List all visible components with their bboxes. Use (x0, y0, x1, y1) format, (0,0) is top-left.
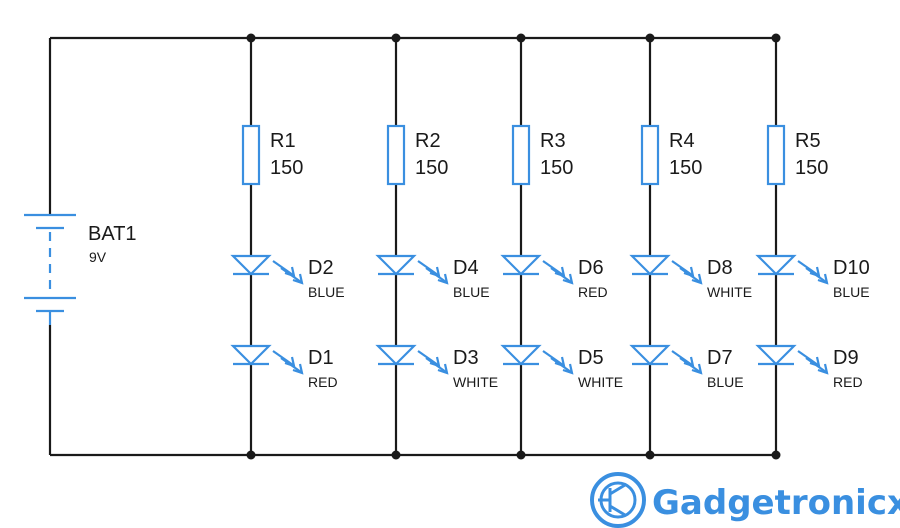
resistor-symbol (511, 124, 531, 186)
branch-5 (755, 33, 829, 460)
resistor-value: 150 (795, 157, 828, 179)
junction-dot (391, 33, 401, 43)
resistor-name: R4 (669, 130, 695, 152)
resistor-name: R1 (270, 130, 296, 152)
led-name: D9 (833, 347, 859, 369)
junction-dot (391, 450, 401, 460)
resistor-name: R2 (415, 130, 441, 152)
resistor-value: 150 (669, 157, 702, 179)
led-color: BLUE (707, 374, 744, 390)
resistor-symbol (766, 124, 786, 186)
junction-dot (246, 33, 256, 43)
resistor-symbol (386, 124, 406, 186)
led-symbol (230, 344, 304, 375)
junction-dot (645, 33, 655, 43)
led-name: D10 (833, 257, 870, 279)
led-symbol (755, 344, 829, 375)
branch-3 (500, 33, 574, 460)
led-name: D4 (453, 257, 479, 279)
led-symbol (755, 254, 829, 285)
branch-4 (629, 33, 703, 460)
led-symbol (629, 344, 703, 375)
battery-name: BAT1 (88, 223, 137, 245)
led-symbol (500, 344, 574, 375)
led-name: D1 (308, 347, 334, 369)
resistor-value: 150 (415, 157, 448, 179)
led-color: BLUE (833, 284, 870, 300)
resistor-symbol (241, 124, 261, 186)
led-symbol (230, 254, 304, 285)
junction-dot (645, 450, 655, 460)
branch-2 (375, 33, 449, 460)
led-name: D7 (707, 347, 733, 369)
branches: R1150D2BLUED1REDR2150D4BLUED3WHITER3150D… (230, 33, 870, 460)
resistor-value: 150 (540, 157, 573, 179)
branch-1 (230, 33, 304, 460)
junction-dot (771, 450, 781, 460)
junction-dot (516, 450, 526, 460)
wiring (48, 36, 778, 457)
led-name: D3 (453, 347, 479, 369)
resistor-name: R3 (540, 130, 566, 152)
led-symbol (629, 254, 703, 285)
led-name: D8 (707, 257, 733, 279)
led-symbol (500, 254, 574, 285)
led-color: BLUE (308, 284, 345, 300)
led-name: D6 (578, 257, 604, 279)
led-name: D5 (578, 347, 604, 369)
junction-dot (771, 33, 781, 43)
led-symbol (375, 344, 449, 375)
led-color: WHITE (453, 374, 498, 390)
resistor-name: R5 (795, 130, 821, 152)
led-color: BLUE (453, 284, 490, 300)
led-color: RED (578, 284, 608, 300)
led-name: D2 (308, 257, 334, 279)
battery-symbol (24, 213, 76, 325)
brand-name: Gadgetronicx (652, 483, 900, 523)
led-color: WHITE (707, 284, 752, 300)
junction-dot (246, 450, 256, 460)
led-symbol (375, 254, 449, 285)
battery-value: 9V (89, 249, 107, 265)
junction-dot (516, 33, 526, 43)
led-color: WHITE (578, 374, 623, 390)
resistor-value: 150 (270, 157, 303, 179)
resistor-symbol (640, 124, 660, 186)
brand-logo: Gadgetronicx (590, 472, 900, 528)
led-color: RED (308, 374, 338, 390)
led-color: RED (833, 374, 863, 390)
